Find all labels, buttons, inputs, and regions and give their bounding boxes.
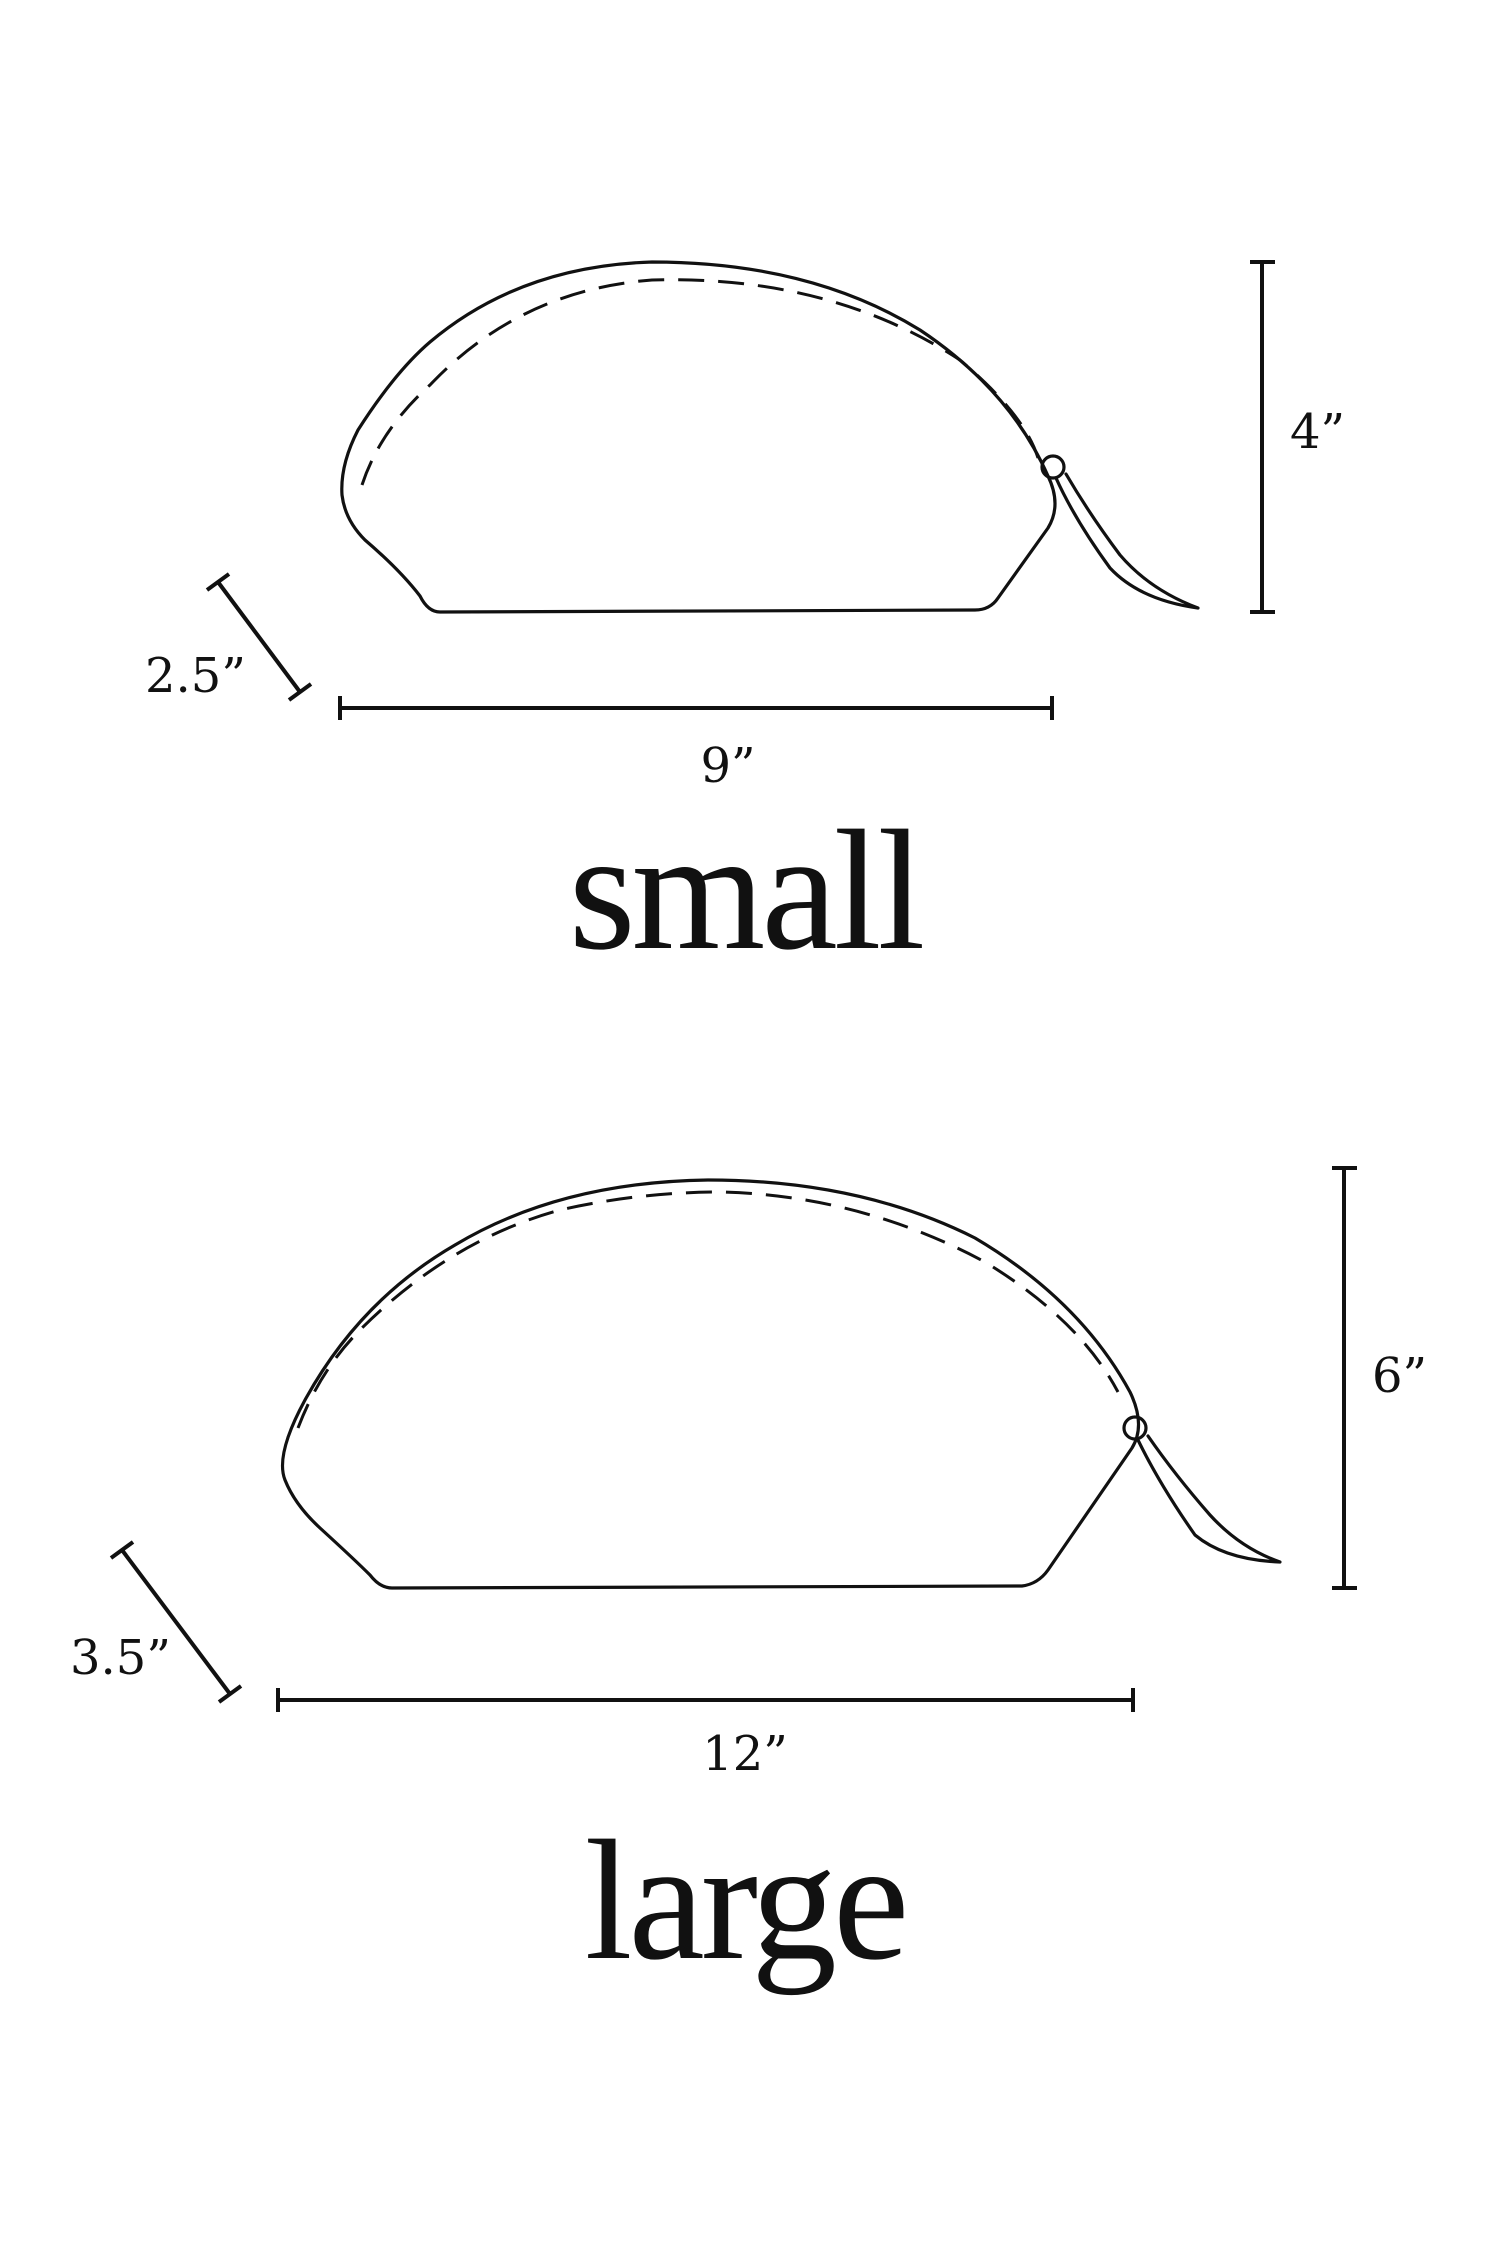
large-zipper-pull (1122, 1415, 1282, 1564)
small-height-label: 4” (1290, 404, 1345, 460)
large-depth-dimension (109, 1540, 243, 1704)
small-pouch-illustration (340, 260, 1200, 614)
small-depth-dimension (205, 572, 313, 702)
large-height-dimension (1332, 1166, 1357, 1590)
large-depth-label: 3.5” (70, 1630, 171, 1686)
small-width-dimension (338, 696, 1054, 720)
large-width-label: 12” (702, 1726, 788, 1782)
small-pouch-outline (340, 260, 1057, 614)
large-height-label: 6” (1372, 1348, 1427, 1404)
large-width-dimension (276, 1688, 1135, 1712)
large-pouch-outline (280, 1178, 1141, 1590)
large-pouch-illustration (280, 1178, 1282, 1590)
large-pouch-stitching (296, 1190, 1120, 1429)
small-width-label: 9” (700, 738, 755, 794)
small-pouch-stitching (360, 278, 1040, 486)
small-zipper-pull (1040, 454, 1200, 610)
small-size-title: small (569, 796, 923, 986)
small-height-dimension (1250, 260, 1275, 614)
small-depth-label: 2.5” (145, 648, 246, 704)
large-size-title: large (585, 1806, 906, 1996)
